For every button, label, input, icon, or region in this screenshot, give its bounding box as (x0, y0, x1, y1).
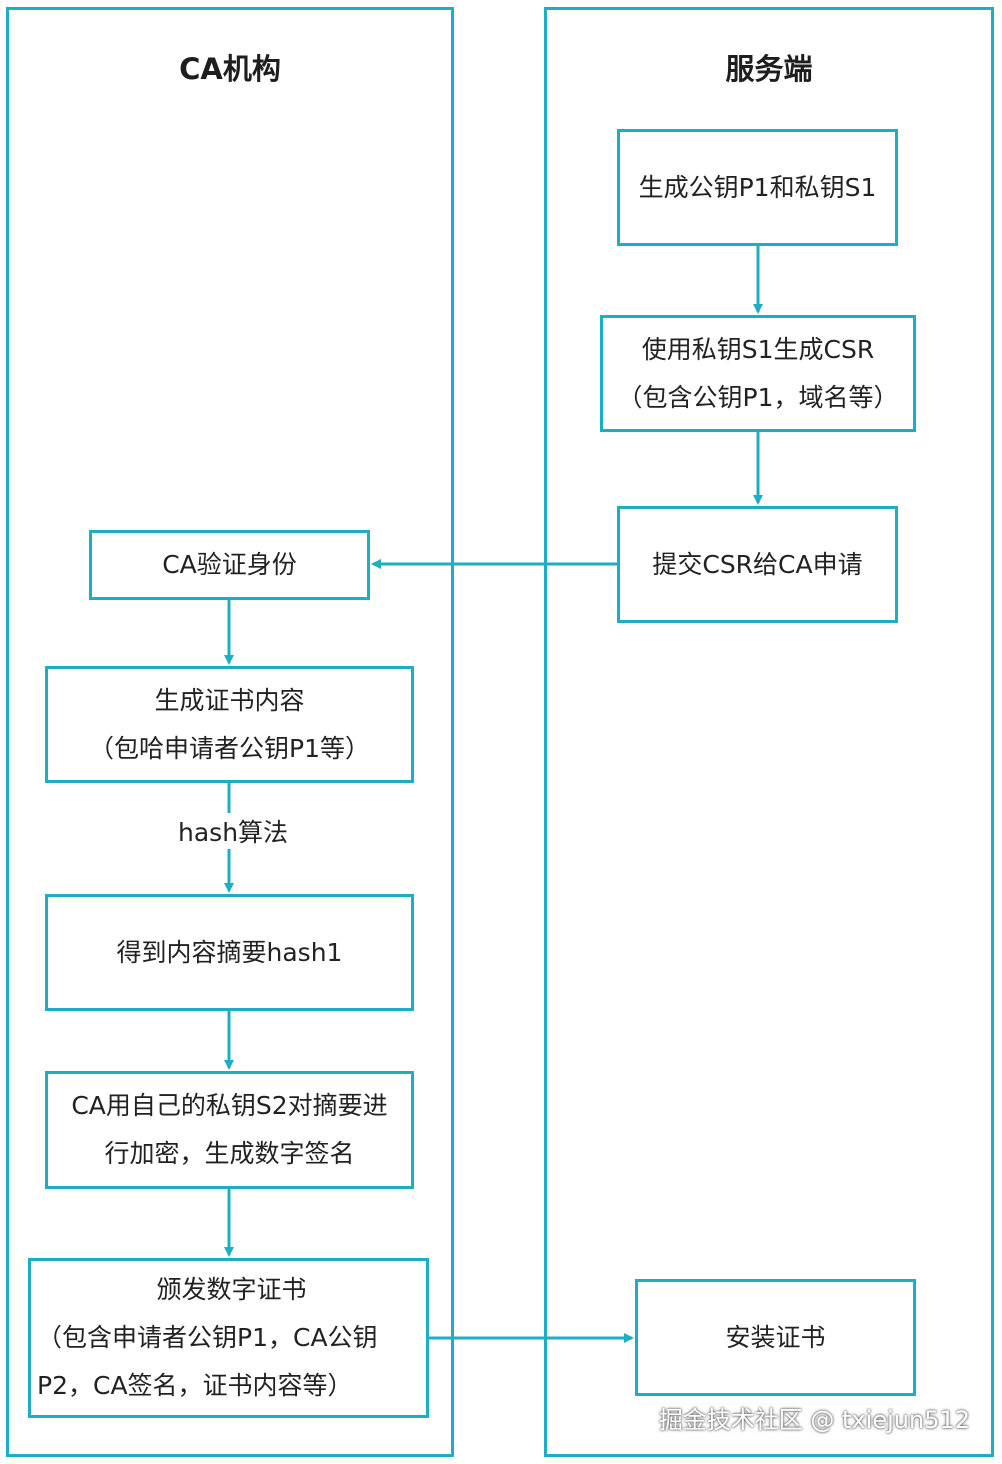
gen-content-text-line2: （包哈申请者公钥P1等） (89, 733, 370, 763)
server-lane-title: 服务端 (725, 52, 813, 86)
watermark: 掘金技术社区 @ txiejun512 (658, 1406, 970, 1434)
gen-keys-text: 生成公钥P1和私钥S1 (638, 172, 877, 202)
verify-identity-step: CA验证身份 (89, 530, 370, 600)
server-lane: 服务端 (544, 7, 994, 1457)
issue-cert-text-line1: 颁发数字证书 (156, 1275, 307, 1304)
digest-text: 得到内容摘要hash1 (116, 937, 343, 967)
install-cert-text: 安装证书 (725, 1322, 826, 1352)
gen-keys-step: 生成公钥P1和私钥S1 (617, 129, 898, 246)
hash-algorithm-label: hash算法 (176, 813, 291, 849)
issue-cert-text-line2: （包含申请者公钥P1，CA公钥 (37, 1323, 378, 1352)
gen-content-step: 生成证书内容 （包哈申请者公钥P1等） (45, 666, 414, 783)
gen-csr-step: 使用私钥S1生成CSR （包含公钥P1，域名等） (600, 315, 916, 432)
gen-csr-text-line1: 使用私钥S1生成CSR (641, 334, 875, 364)
issue-cert-step: 颁发数字证书 （包含申请者公钥P1，CA公钥 P2，CA签名，证书内容等） (28, 1258, 429, 1418)
install-cert-step: 安装证书 (635, 1279, 916, 1396)
sign-step: CA用自己的私钥S2对摘要进 行加密，生成数字签名 (45, 1071, 414, 1189)
verify-identity-text: CA验证身份 (162, 550, 297, 579)
gen-content-text-line1: 生成证书内容 (154, 685, 305, 715)
ca-lane-title: CA机构 (179, 52, 281, 86)
ca-lane: CA机构 (6, 7, 454, 1457)
issue-cert-text-line3: P2，CA签名，证书内容等） (37, 1371, 353, 1400)
sign-text-line1: CA用自己的私钥S2对摘要进 (71, 1091, 388, 1120)
submit-csr-step: 提交CSR给CA申请 (617, 506, 898, 623)
submit-csr-text: 提交CSR给CA申请 (652, 549, 863, 579)
gen-csr-text-line2: （包含公钥P1，域名等） (617, 382, 899, 412)
sign-text-line2: 行加密，生成数字签名 (104, 1139, 355, 1168)
digest-step: 得到内容摘要hash1 (45, 894, 414, 1011)
